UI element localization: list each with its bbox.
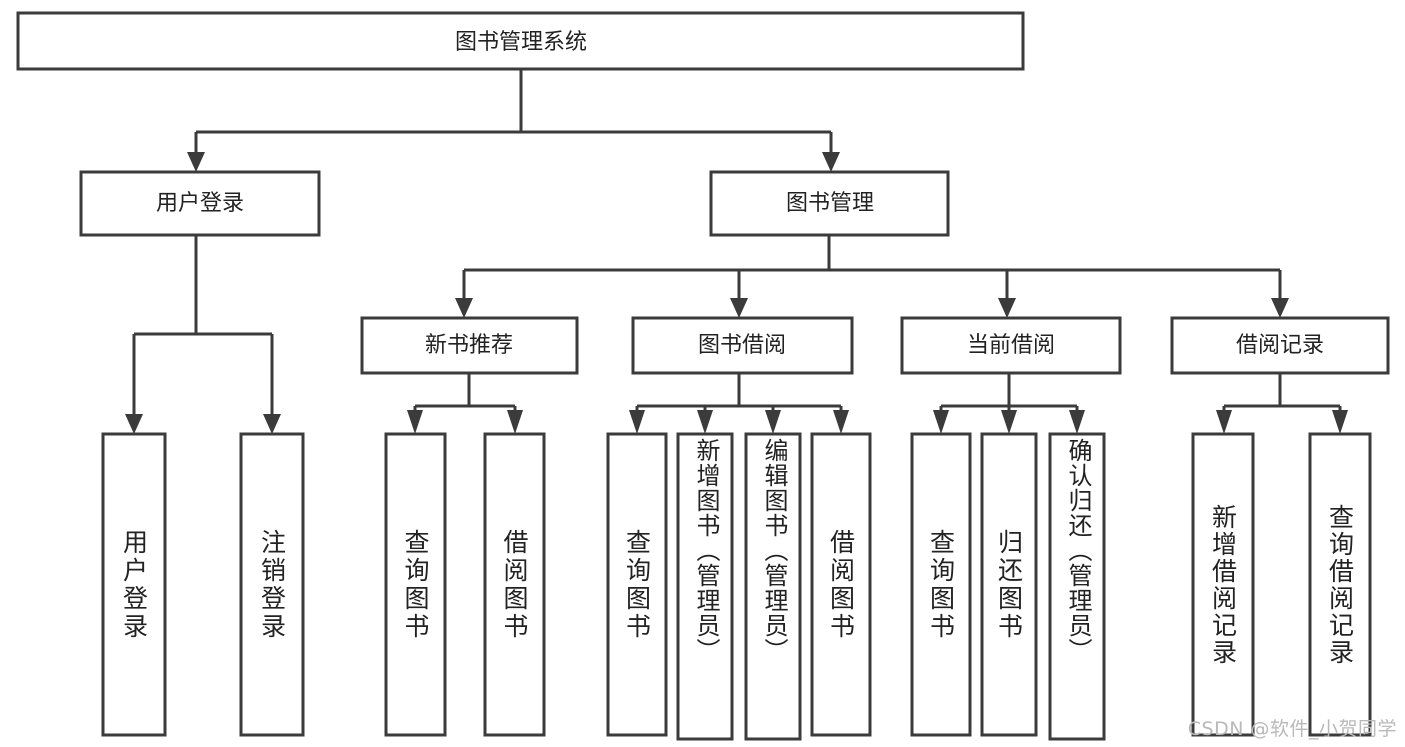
leaf-box-leaf-query-book-3[interactable] bbox=[910, 432, 972, 737]
arrow-leaf-query-book-2 bbox=[629, 410, 645, 434]
arrow-leaf-add-book bbox=[697, 410, 713, 434]
label-book-manage: 图书管理 bbox=[786, 191, 874, 216]
node-box-current-borrow[interactable] bbox=[900, 316, 1122, 375]
edges-new-book-to-leaves bbox=[407, 373, 523, 434]
leaf-box-leaf-query-book-1[interactable] bbox=[384, 432, 447, 737]
arrow-new-book-recommend bbox=[455, 298, 473, 318]
arrow-leaf-query-book-3 bbox=[933, 410, 949, 434]
arrow-borrow-record bbox=[1271, 298, 1289, 318]
leaf-box-leaf-query-book-2[interactable] bbox=[606, 432, 668, 737]
label-root: 图书管理系统 bbox=[455, 30, 587, 55]
edges-current-borrow-to-leaves bbox=[933, 373, 1085, 434]
edges-book-manage-to-level2 bbox=[455, 235, 1289, 318]
label-current-borrow: 当前借阅 bbox=[967, 333, 1055, 358]
leaf-box-leaf-logout-login[interactable] bbox=[239, 432, 305, 737]
arrow-book-borrow bbox=[730, 298, 748, 318]
leaf-box-leaf-borrow-book-2[interactable] bbox=[810, 432, 872, 737]
leaf-box-leaf-add-book[interactable] bbox=[676, 432, 734, 741]
arrow-leaf-return-book bbox=[1001, 410, 1017, 434]
node-box-borrow-record[interactable] bbox=[1170, 316, 1390, 375]
label-borrow-record: 借阅记录 bbox=[1236, 333, 1324, 358]
node-box-root[interactable] bbox=[16, 11, 1025, 71]
arrow-leaf-user-login bbox=[125, 414, 143, 434]
label-user-login: 用户登录 bbox=[156, 191, 244, 216]
leaf-box-leaf-return-book[interactable] bbox=[980, 432, 1038, 737]
leaf-box-leaf-edit-book[interactable] bbox=[744, 432, 802, 741]
arrow-leaf-confirm-return bbox=[1069, 410, 1085, 434]
leaf-box-leaf-query-record[interactable] bbox=[1308, 432, 1372, 737]
leaf-box-leaf-user-login[interactable] bbox=[101, 432, 167, 737]
arrow-leaf-add-record bbox=[1216, 410, 1232, 434]
watermark-text: CSDN @软件_小贺同学 bbox=[1187, 718, 1397, 740]
edges-book-borrow-to-leaves bbox=[629, 373, 849, 434]
arrow-leaf-edit-book bbox=[765, 410, 781, 434]
leaf-box-leaf-borrow-book-1[interactable] bbox=[483, 432, 546, 737]
leaf-box-leaf-confirm-return[interactable] bbox=[1048, 432, 1106, 741]
label-book-borrow: 图书借阅 bbox=[698, 333, 786, 358]
node-box-book-borrow[interactable] bbox=[631, 316, 854, 375]
arrow-leaf-borrow-book-1 bbox=[507, 410, 523, 434]
label-new-book-recommend: 新书推荐 bbox=[425, 333, 513, 358]
edges-borrow-record-to-leaves bbox=[1216, 373, 1348, 434]
arrow-to-book-manage bbox=[822, 152, 840, 172]
leaf-box-leaf-add-record[interactable] bbox=[1191, 432, 1255, 737]
node-box-book-manage[interactable] bbox=[709, 170, 950, 237]
edges-root-to-level1 bbox=[187, 69, 840, 172]
arrow-leaf-logout-login bbox=[263, 414, 281, 434]
arrow-current-borrow bbox=[998, 298, 1016, 318]
arrow-to-user-login bbox=[187, 152, 205, 172]
node-box-user-login[interactable] bbox=[79, 170, 321, 237]
arrow-leaf-borrow-book-2 bbox=[833, 410, 849, 434]
arrow-leaf-query-record bbox=[1332, 410, 1348, 434]
arrow-leaf-query-book-1 bbox=[407, 410, 423, 434]
edges-user-login-to-leaves bbox=[125, 235, 281, 434]
node-box-new-book-recommend[interactable] bbox=[360, 316, 579, 375]
